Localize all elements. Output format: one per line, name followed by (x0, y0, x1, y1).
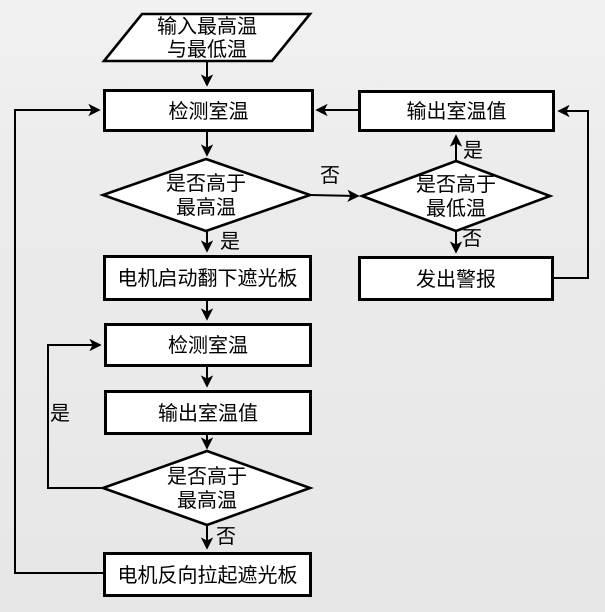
edge-decision1-no-to-decision2 (309, 189, 360, 202)
node-decision1-shape (99, 157, 314, 233)
edge-motor-up-loop-to-detect1 (14, 103, 103, 574)
node-detect-temp-1: 检测室温 (103, 89, 314, 132)
edge-label-decision1-yes: 是 (220, 229, 240, 253)
node-output-temp-1: 输出室温值 (358, 90, 555, 132)
node-alarm: 发出警报 (358, 256, 554, 301)
node-motor-down: 电机启动翻下遮光板 (103, 255, 312, 301)
node-detect-temp-2-label: 检测室温 (168, 333, 248, 357)
node-decision3-shape (99, 449, 314, 527)
node-output-temp-2: 输出室温值 (104, 390, 312, 435)
node-decision2-shape (358, 159, 554, 233)
edge-label-decision3-no: 否 (216, 524, 236, 548)
node-alarm-label: 发出警报 (416, 266, 496, 291)
edge-label-decision2-no: 否 (462, 226, 482, 250)
node-motor-up: 电机反向拉起遮光板 (103, 552, 312, 597)
node-output-temp-1-label: 输出室温值 (406, 99, 507, 123)
node-detect-temp-2: 检测室温 (104, 323, 312, 367)
node-motor-down-label: 电机启动翻下遮光板 (117, 266, 298, 290)
edge-label-decision1-no: 否 (320, 163, 340, 187)
edge-label-decision2-yes: 是 (463, 138, 483, 162)
node-detect-temp-1-label: 检测室温 (168, 98, 249, 123)
edge-decision3-yes-loop-to-detect2 (47, 338, 103, 489)
edge-alarm-loop-to-output1 (553, 104, 589, 279)
edge-label-decision3-yes: 是 (50, 401, 70, 425)
node-input-shape (101, 12, 313, 63)
node-motor-up-label: 电机反向拉起遮光板 (117, 562, 298, 587)
node-output-temp-2-label: 输出室温值 (158, 400, 258, 425)
